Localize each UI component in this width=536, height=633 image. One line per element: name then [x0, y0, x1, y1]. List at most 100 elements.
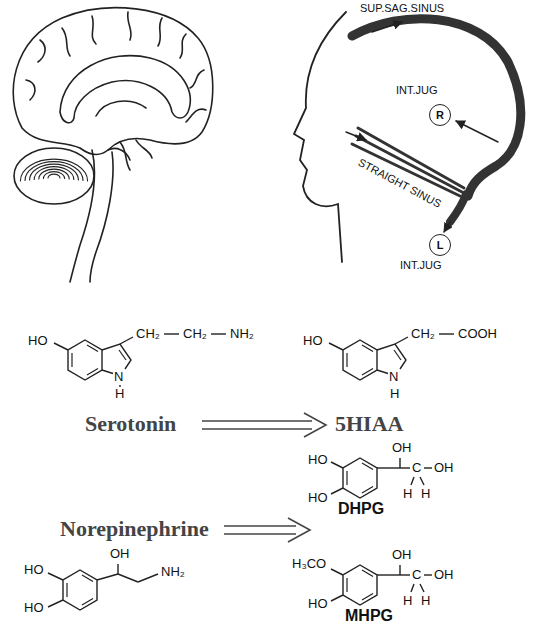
chemical-group: OH	[392, 440, 412, 456]
dhpg-structure	[377, 467, 400, 468]
cerebellum-fold	[34, 167, 74, 180]
chemical-group: H	[421, 593, 430, 609]
anatomy-label: INT.JUG	[396, 84, 438, 97]
brain-illustration	[20, 159, 87, 181]
reaction-arrow	[202, 413, 326, 542]
serotonin-structure	[211, 333, 226, 334]
side-letter: R	[436, 109, 444, 121]
serotonin-structure	[54, 343, 68, 350]
dhpg-structure	[331, 488, 343, 494]
norepinephrine-structure	[48, 600, 63, 607]
cerebellum-fold	[48, 174, 60, 178]
head-illustration	[294, 12, 346, 262]
brain-illustration	[108, 148, 130, 160]
chemical-group: HO	[24, 562, 44, 578]
compound-name: MHPG	[345, 607, 393, 625]
chemical-group: HO	[308, 452, 328, 468]
norepinephrine-structure	[97, 574, 118, 580]
chemical-group: H	[421, 486, 430, 502]
5hiaa-structure	[329, 343, 343, 350]
chemical-group: OH	[434, 567, 454, 583]
brain-illustration	[14, 148, 94, 204]
head-illustration	[444, 222, 450, 232]
dhpg-structure	[399, 458, 400, 468]
serotonin-structure	[164, 333, 179, 334]
anatomy-label: INT.JUG	[400, 259, 442, 272]
cerebellum-fold	[43, 172, 64, 179]
brain-illustration	[60, 56, 190, 123]
mhpg-structure	[399, 565, 400, 575]
chemical-group: HO	[303, 333, 323, 349]
chemical-group: H	[403, 593, 412, 609]
brain-illustration	[26, 12, 206, 122]
chemical-group: H₃CO	[292, 556, 326, 572]
chemical-group: N	[389, 369, 398, 385]
cerebellum-fold	[25, 162, 83, 181]
dhpg-structure	[420, 477, 424, 485]
chemical-group: OH	[110, 546, 130, 562]
mhpg-structure	[424, 574, 432, 575]
chemical-group: HO	[308, 596, 328, 612]
mhpg-structure	[343, 565, 377, 605]
chemical-group: C	[412, 460, 421, 476]
cerebellum-fold	[30, 164, 79, 180]
jugular-circle: L	[429, 234, 451, 256]
head-illustration	[450, 194, 466, 222]
mhpg-structure	[400, 574, 410, 575]
serotonin-structure	[68, 340, 102, 380]
dhpg-structure	[343, 458, 377, 498]
dhpg-structure	[424, 467, 432, 468]
norepinephrine-structure	[48, 564, 158, 610]
compound-name: Norepinephrine	[60, 517, 209, 541]
brain-illustration	[96, 101, 146, 116]
cerebellum-fold	[39, 169, 69, 179]
compound-name: Serotonin	[85, 412, 176, 436]
dhpg-structure	[400, 467, 410, 468]
dhpg-structure	[331, 458, 432, 498]
dhpg-structure	[331, 462, 343, 468]
chemical-group: N	[114, 369, 123, 385]
5hiaa-structure	[395, 337, 408, 344]
chemical-group: H	[390, 386, 399, 402]
dhpg-structure	[411, 477, 414, 485]
5hiaa-structure	[439, 333, 454, 334]
head-illustration	[456, 121, 498, 142]
chemical-group: H	[115, 386, 124, 402]
norepinephrine-structure	[117, 564, 118, 574]
norepinephrine-structure	[48, 573, 63, 580]
chemical-group: CH₂	[136, 326, 160, 342]
head-illustration	[294, 12, 521, 262]
chemical-group: HO	[308, 490, 328, 506]
head-illustration	[346, 132, 366, 140]
brain-illustration	[120, 140, 152, 170]
mhpg-structure	[331, 565, 432, 605]
head-illustration	[372, 22, 402, 32]
serotonin-structure	[120, 337, 133, 344]
chemical-group: HO	[28, 333, 48, 349]
5hiaa-structure	[343, 340, 377, 380]
serotonin-structure	[54, 334, 226, 387]
anatomy-label: STRAIGHT SINUS	[356, 156, 443, 211]
norepinephrine-structure	[118, 574, 138, 582]
chemical-group: OH	[434, 460, 454, 476]
chemical-group: H	[403, 486, 412, 502]
chemical-group: C	[412, 567, 421, 583]
chemical-group: CH₂	[183, 326, 207, 342]
reaction-arrow	[202, 413, 326, 437]
mhpg-structure	[331, 569, 343, 575]
cerebellum-fold	[20, 159, 87, 181]
brain-illustration	[13, 8, 213, 282]
chemical-group: CH₂	[411, 326, 435, 342]
compound-name: DHPG	[338, 500, 384, 518]
compound-name: 5HIAA	[335, 412, 403, 436]
brain-illustration	[13, 8, 213, 155]
chemical-group: NH₂	[230, 326, 254, 342]
mhpg-structure	[377, 574, 400, 575]
reaction-arrow	[224, 518, 310, 542]
chemical-group: OH	[392, 547, 412, 563]
chemical-group: COOH	[458, 326, 497, 342]
mhpg-structure	[420, 584, 424, 592]
chemical-group: NH₂	[161, 564, 185, 580]
anatomy-label: SUP.SAG.SINUS	[360, 2, 444, 15]
